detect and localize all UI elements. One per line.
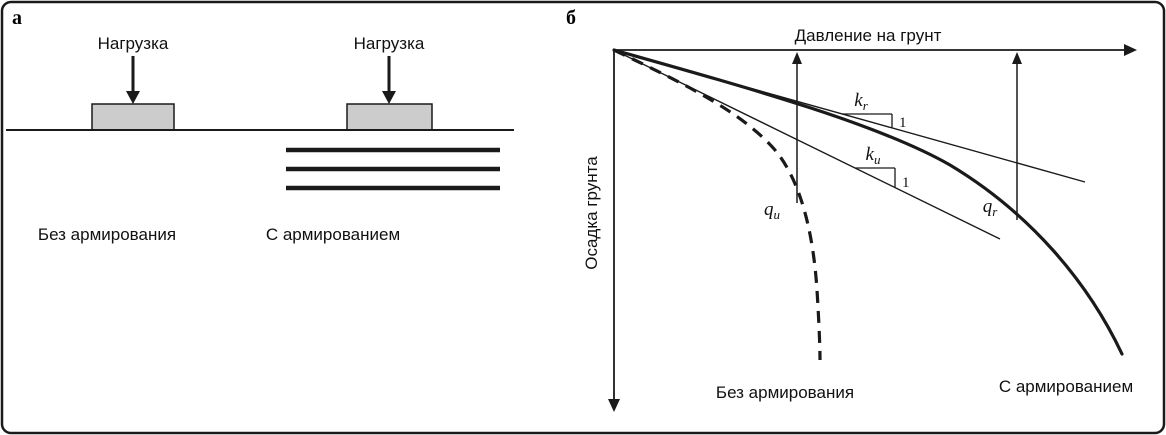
ku-slope-label: ku — [866, 144, 881, 167]
panel-b-label: б — [566, 7, 576, 29]
qu-subscript: u — [774, 207, 781, 222]
unreinforced-curve — [613, 48, 822, 361]
kr-symbol: k — [854, 90, 863, 111]
qu-symbol: q — [764, 199, 774, 220]
kr-unit-run-label: 1 — [899, 115, 907, 131]
panel-a-label: а — [12, 7, 22, 29]
caption-reinforced: С армированием — [266, 225, 400, 244]
footing-reinforced — [346, 103, 433, 131]
reinforced-curve-caption: С армированием — [999, 377, 1133, 396]
x-axis-arrowhead-icon — [1124, 44, 1137, 56]
qu-label: qu — [764, 199, 781, 222]
load-label-right: Нагрузка — [354, 34, 425, 53]
qu-arrow-head-icon — [792, 52, 802, 64]
qr-subscript: r — [992, 204, 998, 219]
footing-unreinforced — [91, 103, 175, 131]
ku-subscript: u — [874, 152, 881, 167]
load-arrow-left-head-icon — [126, 91, 140, 104]
ku-unit-run-label: 1 — [902, 175, 910, 191]
ku-symbol: k — [866, 144, 875, 165]
caption-unreinforced: Без армирования — [38, 225, 176, 244]
kr-slope-label: kr — [854, 90, 868, 113]
kr-subscript: r — [863, 98, 869, 113]
load-label-left: Нагрузка — [98, 34, 169, 53]
x-axis-label: Давление на грунт — [795, 26, 942, 45]
qr-symbol: q — [983, 196, 993, 217]
load-arrow-right-head-icon — [382, 91, 396, 104]
unreinforced-curve-caption: Без армирования — [716, 383, 854, 402]
qr-label: qr — [983, 196, 999, 219]
reinforced-curve — [612, 48, 1124, 356]
y-axis-arrowhead-icon — [608, 399, 620, 412]
y-axis-label: Осадка грунта — [582, 156, 601, 270]
qr-arrow-head-icon — [1012, 52, 1022, 64]
